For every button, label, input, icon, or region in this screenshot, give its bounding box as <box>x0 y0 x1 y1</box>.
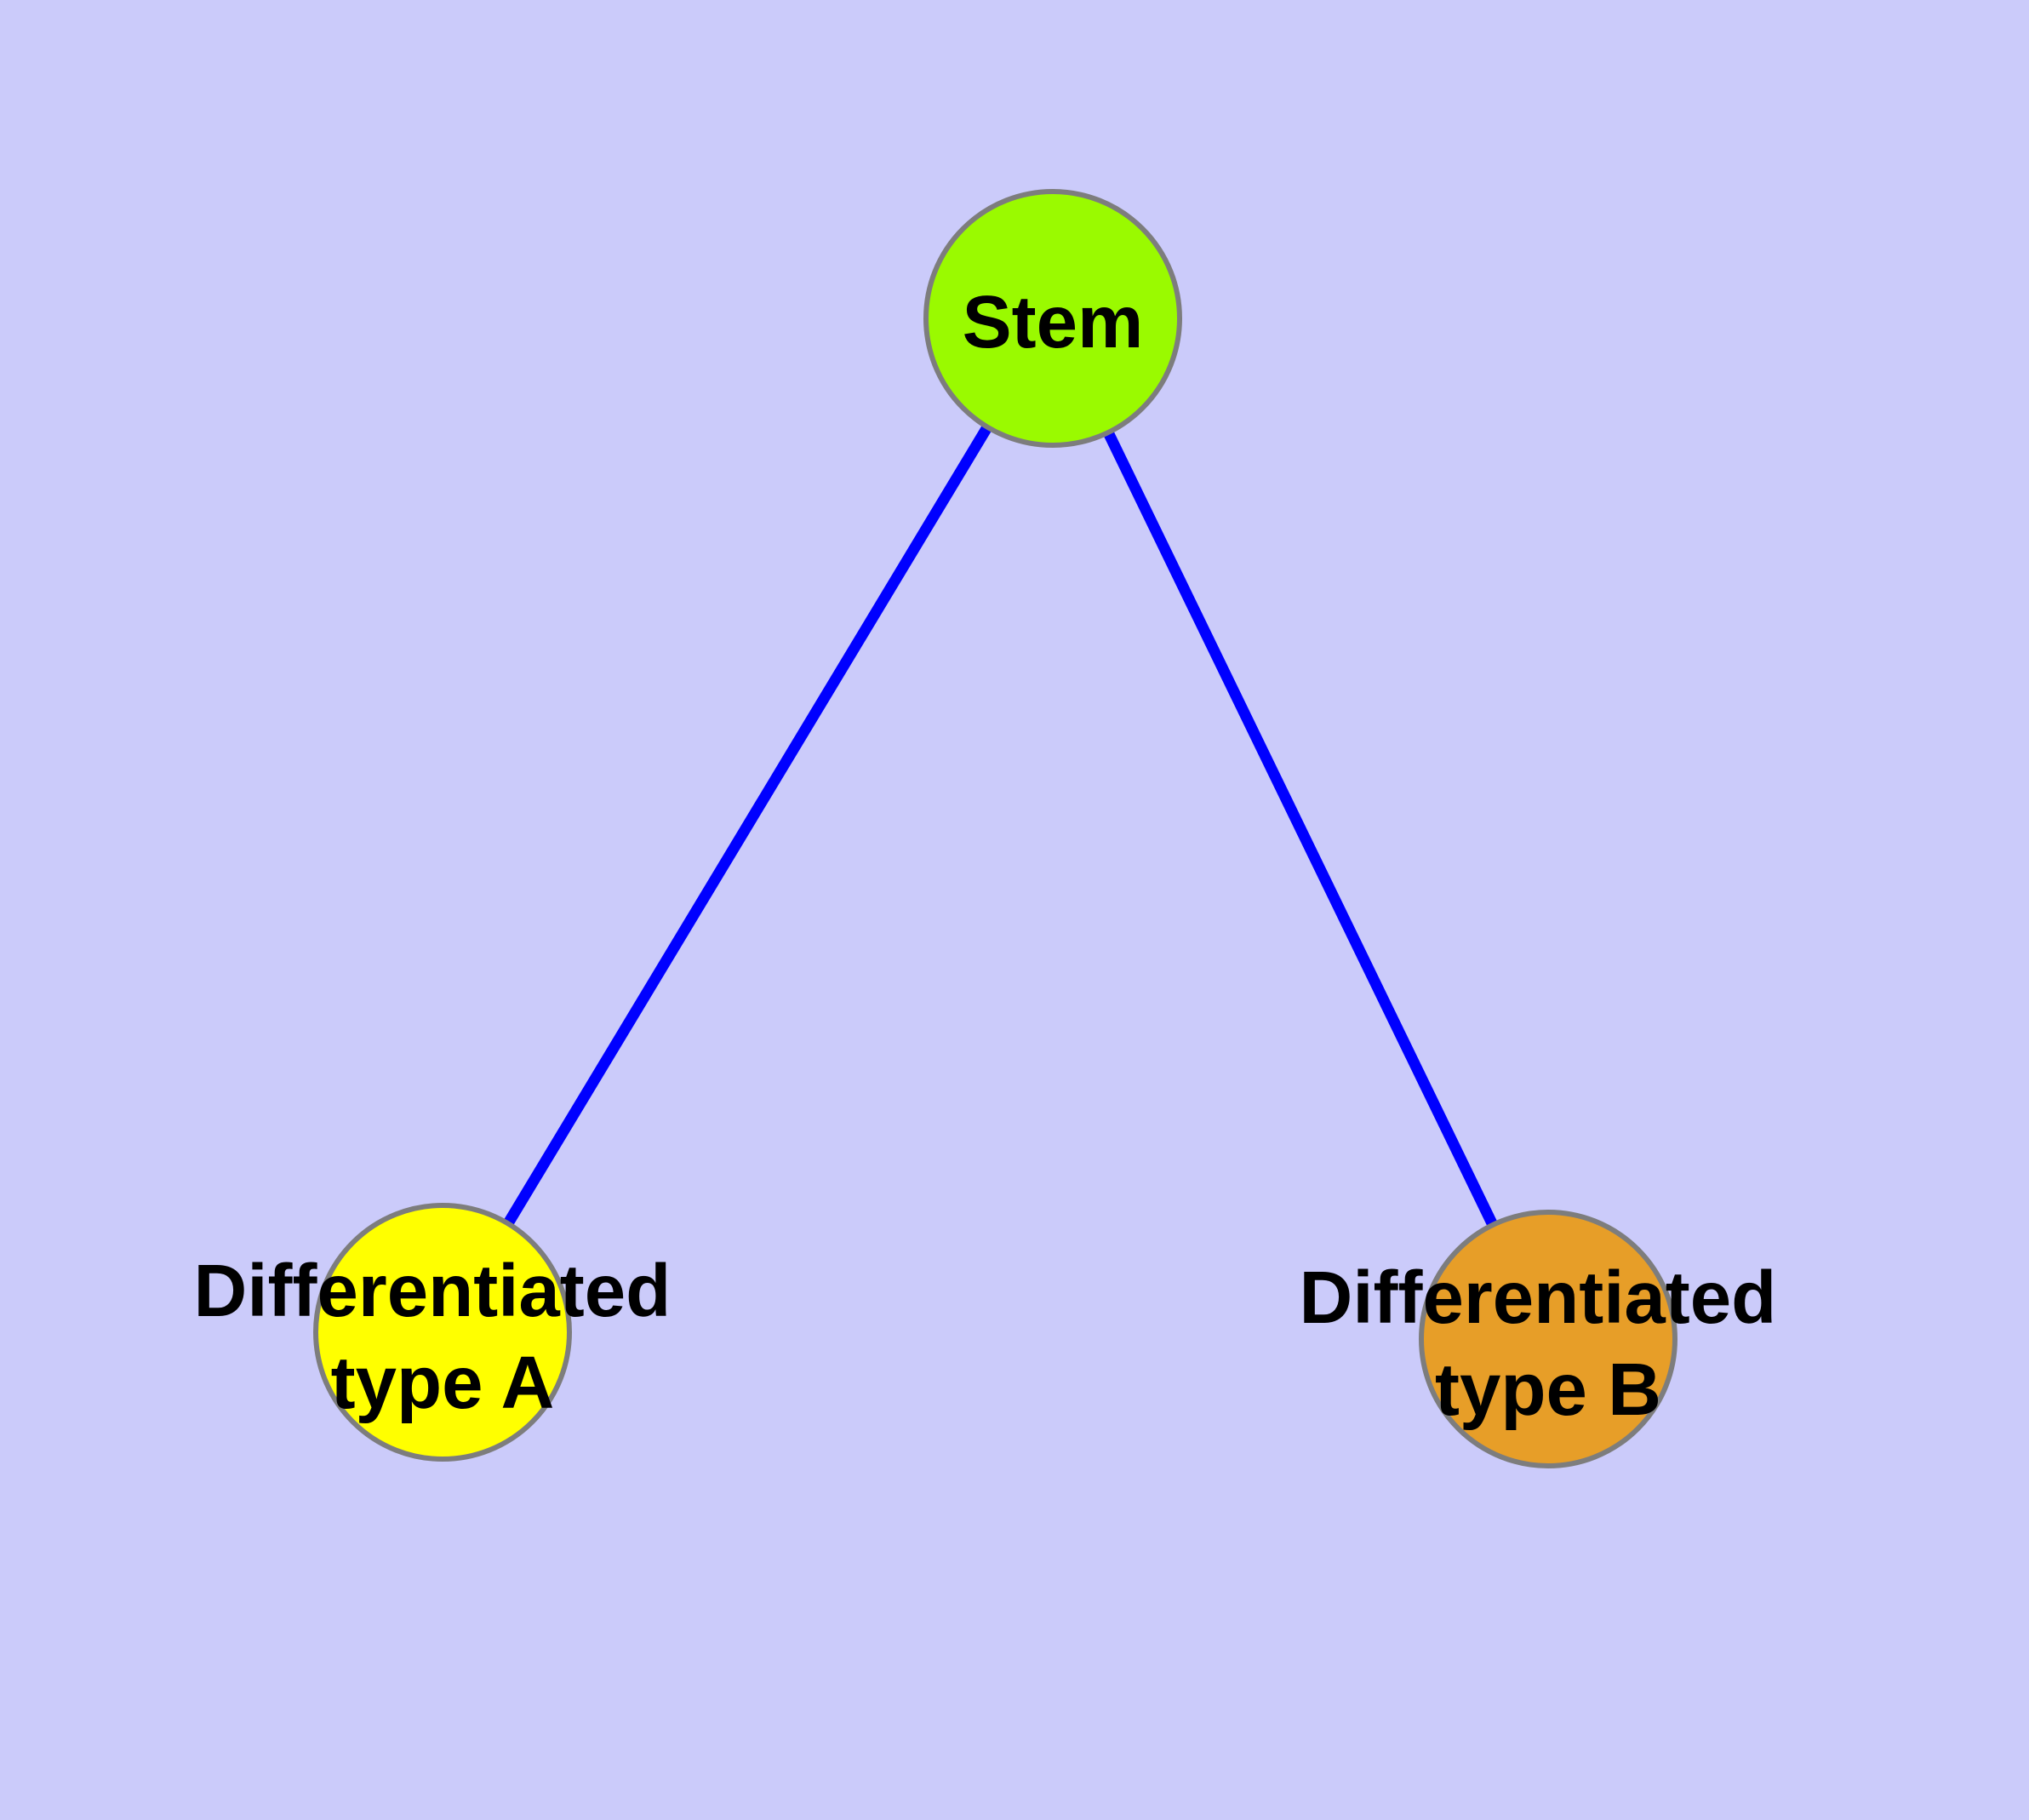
node-type-b-label-line-2: type B <box>1435 1348 1661 1431</box>
node-differentiated-type-a: Differentiated type A <box>194 1203 692 1462</box>
node-type-b-circle <box>1419 1210 1677 1468</box>
node-stem: Stem <box>923 189 1182 448</box>
node-stem-label-line: Stem <box>963 281 1144 363</box>
node-type-a-circle <box>313 1203 572 1462</box>
node-type-b-label-line-1: Differentiated <box>1300 1256 1777 1339</box>
node-differentiated-type-b: Differentiated type B <box>1300 1210 1798 1468</box>
edge-stem-to-type-b <box>1047 312 1554 1345</box>
node-stem-label: Stem <box>963 281 1144 363</box>
node-type-b-label: Differentiated type B <box>1300 1256 1798 1431</box>
node-type-a-label: Differentiated type A <box>194 1250 692 1424</box>
edge-stem-to-type-a <box>437 312 1059 1338</box>
edge-group <box>437 312 1554 1345</box>
node-stem-circle <box>923 189 1182 448</box>
node-type-a-label-line-2: type A <box>331 1342 555 1424</box>
node-type-a-label-line-1: Differentiated <box>194 1250 672 1332</box>
